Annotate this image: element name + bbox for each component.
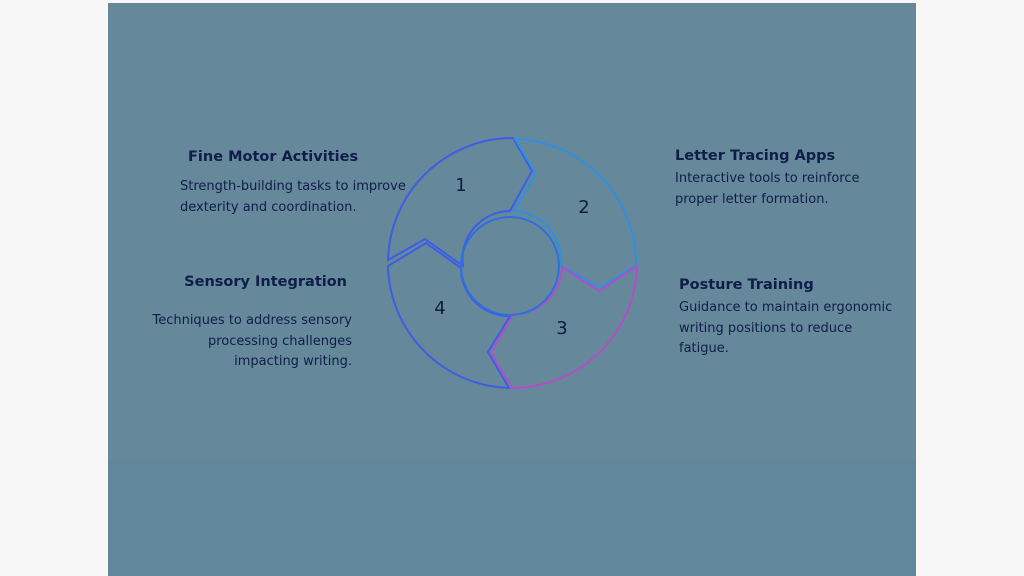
segment-3-title: Posture Training — [679, 277, 814, 293]
slide-canvas: 1 2 3 4 Fine Motor Activities Strength-b… — [108, 3, 916, 576]
segment-1-shape — [386, 136, 534, 269]
segment-4-description: Techniques to address sensory processing… — [152, 313, 352, 369]
segment-3-number: 3 — [556, 318, 567, 339]
segment-2-description: Interactive tools to reinforce proper le… — [675, 171, 860, 207]
slide-bottom-band — [108, 459, 916, 576]
center-circle — [460, 216, 560, 316]
segment-4-number: 4 — [434, 298, 445, 319]
segment-2-title: Letter Tracing Apps — [675, 148, 836, 164]
segment-2-shape — [512, 137, 638, 290]
segment-2-number: 2 — [578, 197, 589, 218]
segment-3-shape — [489, 264, 639, 390]
segment-1-description: Strength-building tasks to improve dexte… — [180, 179, 406, 215]
segment-4-shape — [386, 241, 512, 390]
cycle-diagram: 1 2 3 4 — [386, 136, 639, 390]
segment-4-title: Sensory Integration — [184, 274, 347, 290]
segment-1-number: 1 — [455, 175, 466, 196]
segment-1-title: Fine Motor Activities — [188, 149, 359, 165]
segment-3-description: Guidance to maintain ergonomic writing p… — [679, 300, 893, 356]
